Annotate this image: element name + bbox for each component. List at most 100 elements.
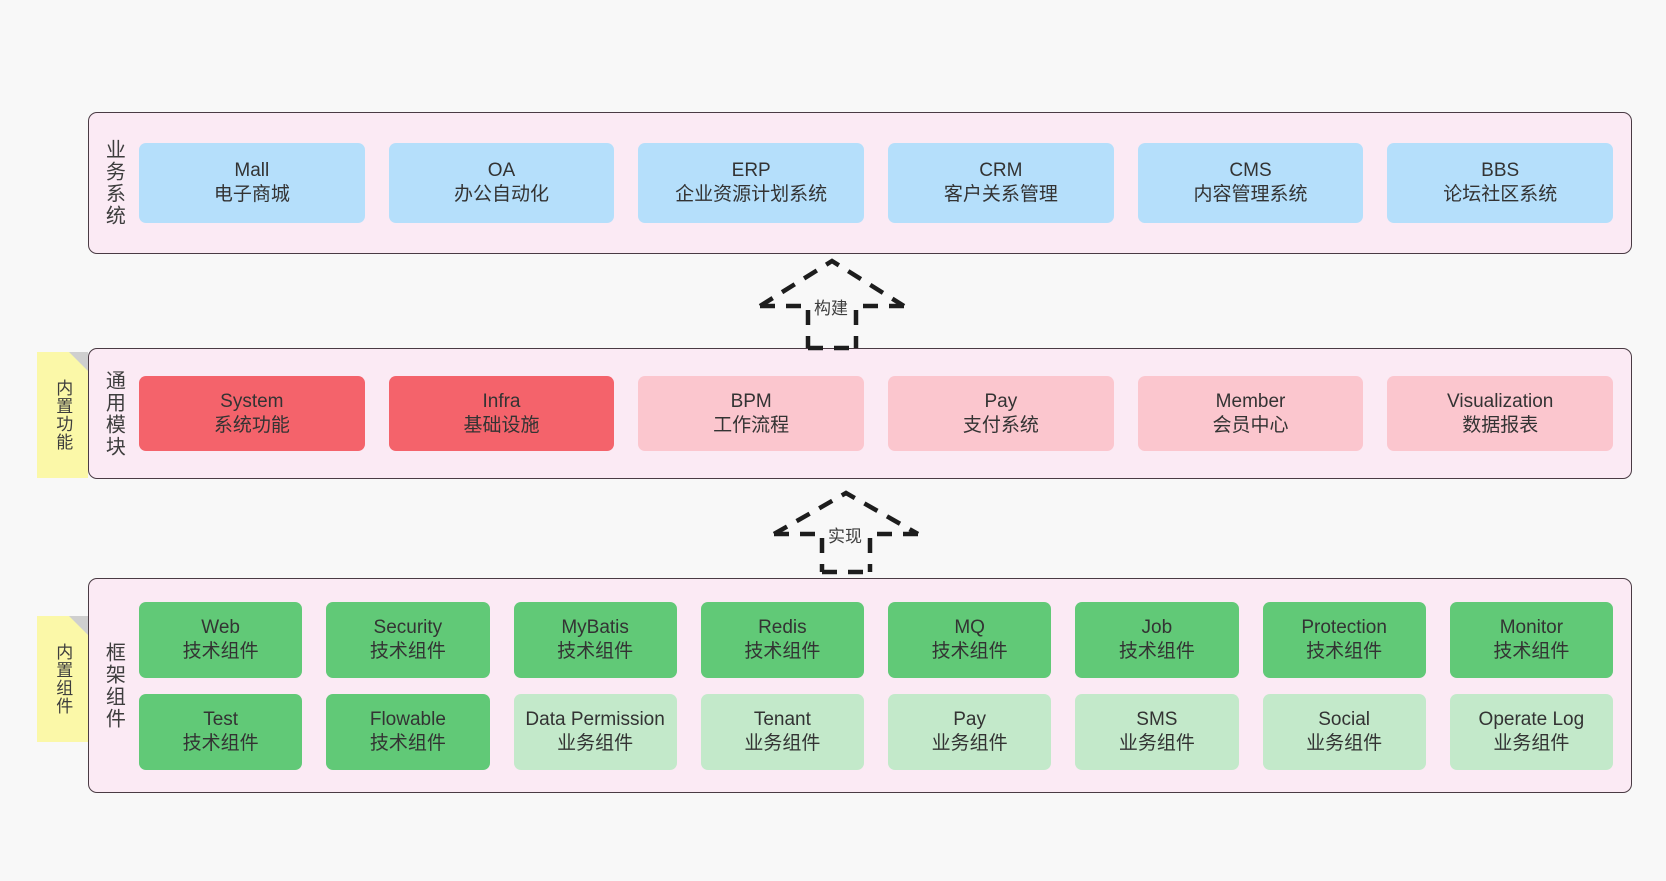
node-title: Security	[373, 616, 443, 638]
node-title: Operate Log	[1478, 708, 1585, 730]
node-subtitle: 支付系统	[962, 414, 1039, 436]
node-title: Redis	[758, 616, 807, 638]
node-subtitle: 业务组件	[557, 732, 634, 754]
layer-body-common-modules: System 系统功能 Infra 基础设施 BPM 工作流程 Pay 支付系统…	[133, 349, 1631, 478]
node-title: Mall	[234, 160, 270, 182]
node-flowable[interactable]: Flowable 技术组件	[326, 693, 490, 770]
layer-label-framework-components: 框架组件	[102, 641, 125, 730]
node-subtitle: 数据报表	[1462, 414, 1539, 436]
node-title: Protection	[1301, 616, 1387, 638]
node-protection[interactable]: Protection 技术组件	[1262, 601, 1426, 678]
row-common-modules: System 系统功能 Infra 基础设施 BPM 工作流程 Pay 支付系统…	[139, 376, 1614, 451]
node-pay[interactable]: Pay 支付系统	[888, 376, 1114, 451]
node-cms[interactable]: CMS 内容管理系统	[1137, 143, 1364, 223]
node-mq[interactable]: MQ 技术组件	[888, 601, 1052, 678]
node-subtitle: 技术组件	[931, 640, 1008, 662]
node-subtitle: 电子商城	[213, 184, 290, 205]
node-oa[interactable]: OA 办公自动化	[388, 143, 615, 223]
dashed-up-arrow-icon	[772, 490, 920, 575]
node-subtitle: 工作流程	[713, 414, 790, 436]
node-bpm[interactable]: BPM 工作流程	[638, 376, 865, 451]
node-title: Pay	[953, 708, 986, 730]
note-label: 内置功能	[53, 379, 73, 451]
layer-label-common-modules: 通用模块	[102, 369, 125, 458]
node-member[interactable]: Member 会员中心	[1137, 376, 1364, 451]
node-pay-business[interactable]: Pay 业务组件	[888, 693, 1052, 770]
connector-label-build: 构建	[814, 299, 848, 318]
node-subtitle: 业务组件	[744, 732, 821, 754]
row-business-systems: Mall 电子商城 OA 办公自动化 ERP 企业资源计划系统 CRM 客户关系…	[139, 143, 1614, 223]
node-subtitle: 内容管理系统	[1193, 184, 1308, 205]
node-subtitle: 技术组件	[557, 640, 634, 662]
connector-implement: 实现	[766, 490, 926, 575]
node-visualization[interactable]: Visualization 数据报表	[1387, 376, 1614, 451]
layer-business-systems: 业务系统 Mall 电子商城 OA 办公自动化 ERP 企业资源计划系统 CRM…	[88, 112, 1632, 254]
row-business-components: Test 技术组件 Flowable 技术组件 Data Permission …	[139, 693, 1613, 770]
node-security[interactable]: Security 技术组件	[326, 601, 490, 678]
node-subtitle: 技术组件	[1118, 640, 1195, 662]
node-operate-log[interactable]: Operate Log 业务组件	[1449, 693, 1613, 770]
layer-label-business-systems: 业务系统	[102, 139, 125, 227]
note-builtin-component: 内置组件	[37, 616, 88, 742]
node-subtitle: 系统功能	[213, 414, 290, 436]
node-title: Social	[1318, 708, 1370, 730]
node-bbs[interactable]: BBS 论坛社区系统	[1387, 143, 1614, 223]
node-subtitle: 技术组件	[744, 640, 821, 662]
node-web[interactable]: Web 技术组件	[139, 601, 303, 678]
node-erp[interactable]: ERP 企业资源计划系统	[638, 143, 865, 223]
layer-framework-components: 框架组件 Web 技术组件 Security 技术组件 MyBatis 技术组件…	[88, 578, 1632, 793]
node-mall[interactable]: Mall 电子商城	[139, 143, 365, 223]
node-subtitle: 业务组件	[931, 732, 1008, 754]
node-title: Tenant	[753, 708, 811, 730]
node-subtitle: 业务组件	[1306, 732, 1383, 754]
node-mybatis[interactable]: MyBatis 技术组件	[513, 601, 677, 678]
node-title: Flowable	[369, 708, 446, 730]
node-monitor[interactable]: Monitor 技术组件	[1449, 601, 1613, 678]
node-subtitle: 技术组件	[182, 640, 259, 662]
note-builtin-function: 内置功能	[37, 352, 88, 478]
node-title: Infra	[482, 390, 521, 412]
node-title: System	[220, 390, 284, 412]
node-subtitle: 会员中心	[1212, 414, 1289, 436]
node-data-permission[interactable]: Data Permission 业务组件	[513, 693, 677, 770]
node-subtitle: 企业资源计划系统	[675, 184, 828, 205]
node-infra[interactable]: Infra 基础设施	[388, 376, 615, 451]
node-title: MyBatis	[561, 616, 629, 638]
dashed-up-arrow-icon	[758, 258, 906, 351]
node-title: BPM	[730, 390, 772, 412]
layer-body-framework-components: Web 技术组件 Security 技术组件 MyBatis 技术组件 Redi…	[133, 579, 1631, 792]
note-label: 内置组件	[53, 643, 73, 715]
node-subtitle: 办公自动化	[454, 184, 550, 205]
node-crm[interactable]: CRM 客户关系管理	[888, 143, 1114, 223]
node-subtitle: 基础设施	[463, 414, 540, 436]
node-job[interactable]: Job 技术组件	[1075, 601, 1239, 678]
node-tenant[interactable]: Tenant 业务组件	[700, 693, 864, 770]
layer-body-business-systems: Mall 电子商城 OA 办公自动化 ERP 企业资源计划系统 CRM 客户关系…	[133, 113, 1631, 253]
node-title: ERP	[731, 160, 771, 182]
node-subtitle: 技术组件	[182, 732, 259, 754]
node-test[interactable]: Test 技术组件	[139, 693, 303, 770]
node-title: Visualization	[1447, 390, 1554, 412]
node-system[interactable]: System 系统功能	[139, 376, 365, 451]
connector-build: 构建	[752, 258, 912, 351]
node-social[interactable]: Social 业务组件	[1262, 693, 1426, 770]
node-title: OA	[487, 160, 516, 182]
layer-common-modules: 通用模块 System 系统功能 Infra 基础设施 BPM 工作流程 Pay…	[88, 348, 1632, 479]
node-subtitle: 技术组件	[1306, 640, 1383, 662]
node-subtitle: 业务组件	[1118, 732, 1195, 754]
node-subtitle: 业务组件	[1493, 732, 1570, 754]
node-title: MQ	[954, 616, 985, 638]
node-title: Pay	[984, 390, 1018, 412]
connector-label-implement: 实现	[828, 527, 862, 546]
node-title: SMS	[1136, 708, 1178, 730]
node-title: BBS	[1481, 160, 1520, 182]
node-title: Web	[201, 616, 240, 638]
node-sms[interactable]: SMS 业务组件	[1075, 693, 1239, 770]
node-subtitle: 客户关系管理	[943, 184, 1058, 205]
node-title: CRM	[979, 160, 1023, 182]
node-subtitle: 技术组件	[369, 640, 446, 662]
node-title: Monitor	[1499, 616, 1564, 638]
row-technical-components: Web 技术组件 Security 技术组件 MyBatis 技术组件 Redi…	[139, 601, 1613, 678]
note-fold-corner-icon	[69, 352, 88, 371]
node-redis[interactable]: Redis 技术组件	[700, 601, 864, 678]
